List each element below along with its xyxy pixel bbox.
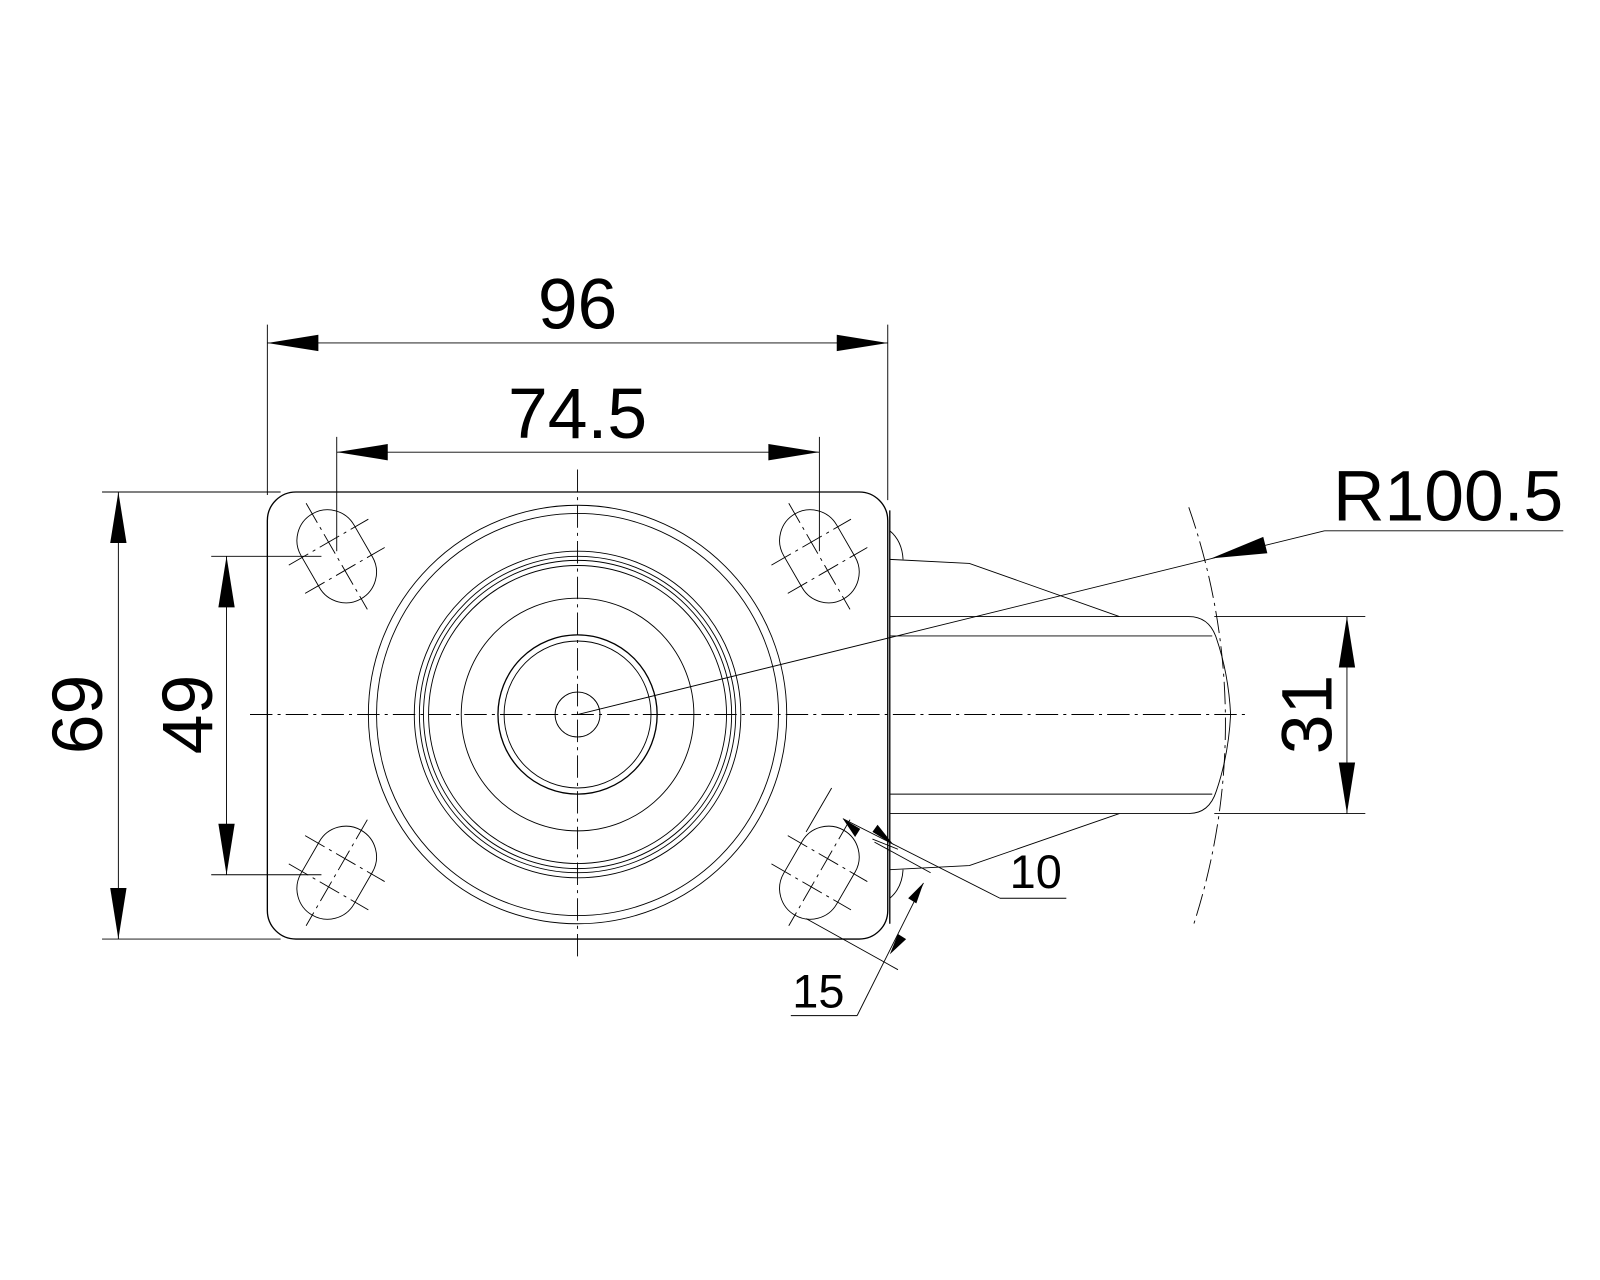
dimension-31-label: 31 <box>1268 675 1348 754</box>
swivel-bearing <box>367 504 788 925</box>
dimension-r100-5: R100.5 <box>577 457 1564 715</box>
dimension-74-5: 74.5 <box>336 374 820 552</box>
swivel-radius-arc <box>1188 507 1226 924</box>
dimension-49-label: 49 <box>148 675 228 754</box>
dimension-10: 10 <box>805 787 1067 899</box>
dimension-10-label: 10 <box>1010 846 1062 898</box>
dimension-15-label: 15 <box>792 965 844 1017</box>
dimension-96-label: 96 <box>538 265 617 345</box>
dimension-49: 49 <box>148 555 322 876</box>
mounting-slots <box>288 503 868 926</box>
wheel-side-view <box>889 507 1232 924</box>
dimension-69-label: 69 <box>38 675 118 754</box>
top-plate <box>266 491 889 940</box>
dimension-31: 31 <box>1214 616 1366 814</box>
dimension-96: 96 <box>266 265 889 501</box>
dimension-15: 15 <box>790 841 931 1017</box>
dimension-r100-5-label: R100.5 <box>1333 457 1563 537</box>
dimension-74-5-label: 74.5 <box>508 374 647 454</box>
dimension-69: 69 <box>38 491 281 940</box>
